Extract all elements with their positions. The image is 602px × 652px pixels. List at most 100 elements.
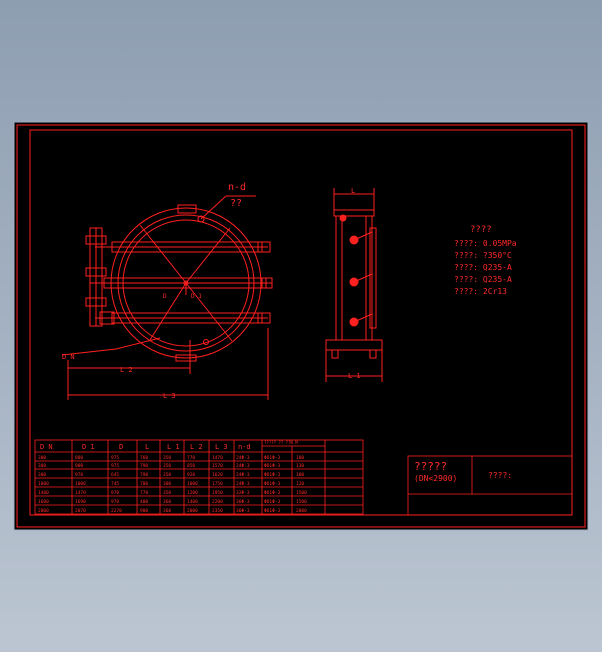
table-cell: ΦD1Φ-3	[264, 455, 281, 461]
table-cell: ΦD1Φ-3	[264, 508, 281, 514]
table-cell: 300	[38, 455, 46, 461]
table-cell: 870	[111, 490, 119, 496]
table-cell: 770	[187, 455, 195, 461]
d-label: D	[163, 293, 167, 300]
table-cell: 1400	[187, 499, 198, 505]
table-cell: 130	[296, 463, 304, 469]
table-cell: 1570	[212, 463, 223, 469]
th-l: L	[145, 443, 149, 451]
title-block	[407, 455, 573, 516]
front-view	[61, 195, 273, 400]
table-cell: 1950	[212, 490, 223, 496]
th-torque: ????? ?? ??N M	[264, 440, 298, 445]
table-cell: 32Φ-3	[236, 490, 250, 496]
th-l1: L 1	[167, 443, 180, 451]
title-name: ?????	[414, 460, 447, 473]
spec-notes: ???? ????: 0.05MPa ????: ?350°C ????: Q2…	[454, 225, 517, 296]
side-l-label: L	[351, 187, 355, 195]
outer-border	[16, 124, 586, 528]
table-cell: 2070	[75, 508, 86, 514]
table-cell: 745	[111, 481, 119, 487]
th-d1: D 1	[82, 443, 95, 451]
table-cell: 2350	[212, 508, 223, 514]
table-cell: 360	[163, 499, 171, 505]
table-cell: 300	[38, 472, 46, 478]
l3-label: L 3	[163, 392, 176, 400]
dn-label: D N	[62, 353, 75, 361]
table-cell: 1470	[75, 490, 86, 496]
table-cell: 36Φ-3	[236, 499, 250, 505]
table-cell: 2270	[111, 508, 122, 514]
table-cell: 360	[163, 508, 171, 514]
table-header: D N D 1 D L L 1 L 2 L 3 n-d ????? ?? ??N…	[40, 440, 298, 451]
table-cell: 300	[163, 481, 171, 487]
inner-border	[29, 129, 573, 516]
table-cell: 100	[296, 472, 304, 478]
table-cell: 970	[75, 472, 83, 478]
spec-line-2: ????: ?350°C	[454, 251, 512, 260]
table-cell: 1500	[296, 490, 307, 496]
table-cell: 24Φ-3	[236, 481, 250, 487]
table-cell: ΦD1Φ-3	[264, 481, 281, 487]
table-cell: ΦD1Φ-3	[264, 472, 281, 478]
table-cell: 2000	[187, 508, 198, 514]
table-cell: 24Φ-3	[236, 463, 250, 469]
table-cell: 770	[140, 490, 148, 496]
table-cell: 24Φ-3	[236, 472, 250, 478]
title-subtitle: (DN<2900)	[414, 474, 457, 483]
table-cell: 920	[187, 472, 195, 478]
nd-label: n-d	[228, 182, 246, 193]
title-right: ????:	[488, 471, 512, 480]
table-cell: 24Φ-3	[236, 455, 250, 461]
table-cell: 700	[140, 481, 148, 487]
spec-line-4: ????: Q235-A	[454, 275, 512, 284]
table-cell: 100	[296, 455, 304, 461]
th-d: D	[119, 443, 123, 451]
table-cell: 120	[296, 481, 304, 487]
table-cell: 2000	[296, 508, 307, 514]
table-cell: 1600	[38, 499, 49, 505]
table-cell: 900	[140, 508, 148, 514]
table-cell: 645	[111, 472, 119, 478]
spec-line-5: ????: 2Cr13	[454, 287, 507, 296]
d1-label: D 1	[191, 293, 202, 300]
table-cell: 1000	[75, 481, 86, 487]
table-cell: ΦD1Φ-3	[264, 499, 281, 505]
th-nd: n-d	[238, 443, 251, 451]
th-l3: L 3	[215, 443, 228, 451]
table-cell: 1000	[38, 481, 49, 487]
side-view	[325, 188, 383, 382]
table-cell: 400	[140, 499, 148, 505]
dimension-table	[34, 439, 364, 515]
table-cell: 2000	[38, 508, 49, 514]
table-cell: 2200	[212, 499, 223, 505]
spec-line-3: ????: Q235-A	[454, 263, 512, 272]
spec-title: ????	[470, 225, 492, 235]
th-dn: D N	[40, 443, 53, 451]
table-cell: 1620	[212, 472, 223, 478]
th-l2: L 2	[190, 443, 203, 451]
table-cell: 350	[163, 490, 171, 496]
table-cell: 1400	[38, 490, 49, 496]
table-cell: 790	[140, 472, 148, 478]
table-cell: ΦD1Φ-3	[264, 490, 281, 496]
table-cell: 1470	[212, 455, 223, 461]
table-cell: 790	[140, 463, 148, 469]
q-label: ??	[230, 198, 242, 209]
table-cell: 1000	[187, 481, 198, 487]
table-cell: 975	[111, 463, 119, 469]
table-cell: 350	[163, 455, 171, 461]
table-cell: 300	[38, 463, 46, 469]
l2-label: L 2	[120, 366, 133, 374]
spec-line-1: ????: 0.05MPa	[454, 239, 517, 248]
drawing-sheet	[13, 121, 589, 531]
table-cell: ΦD1Φ-3	[264, 463, 281, 469]
table-cell: 1690	[75, 499, 86, 505]
table-cell: 1500	[296, 499, 307, 505]
table-cell: 350	[163, 472, 171, 478]
table-cell: 800	[75, 455, 83, 461]
table-cell: 1750	[212, 481, 223, 487]
table-cell: 975	[111, 455, 119, 461]
